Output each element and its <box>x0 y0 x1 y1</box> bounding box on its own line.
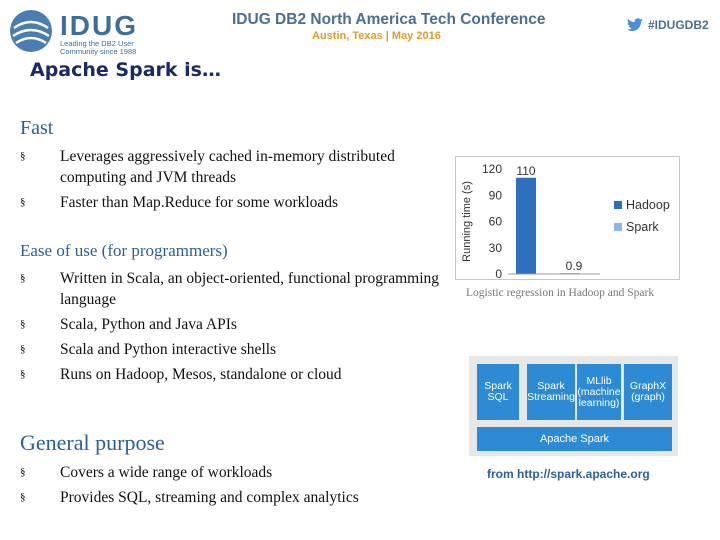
list-item: § Provides SQL, streaming and complex ana… <box>20 487 460 508</box>
y-tick-label: 0 <box>495 267 502 281</box>
list-item: § Written in Scala, an object-oriented, f… <box>20 268 450 310</box>
legend-swatch <box>614 223 622 231</box>
bullet-text: Covers a wide range of workloads <box>60 464 273 481</box>
hashtag-text: #IDUGDB2 <box>648 18 709 32</box>
bullet-text: Scala, Python and Java APIs <box>60 316 237 333</box>
globe-logo-icon <box>10 10 52 52</box>
list-item: § Faster than Map.Reduce for some workloa… <box>20 192 460 213</box>
logo-tagline-line: Leading the DB2 User <box>60 39 134 48</box>
bullet-icon: § <box>20 368 26 380</box>
data-label: 110 <box>516 164 535 178</box>
bullet-list-ease-of-use: § Written in Scala, an object-oriented, f… <box>20 268 450 389</box>
section-heading-ease-of-use: Ease of use (for programmers) <box>20 241 228 260</box>
bullet-icon: § <box>20 272 26 284</box>
list-item: § Scala, Python and Java APIs <box>20 314 450 335</box>
stack-component-label: learning) <box>578 396 620 409</box>
twitter-bird-icon <box>626 18 643 32</box>
stack-base-apache-spark: Apache Spark <box>477 427 672 451</box>
legend-label: Spark <box>626 220 659 234</box>
list-item: § Covers a wide range of workloads <box>20 462 460 483</box>
bar-hadoop <box>516 177 536 274</box>
idug-logo: IDUG Leading the DB2 User Community sinc… <box>8 8 158 58</box>
bullet-text: Faster than Map.Reduce for some workload… <box>60 194 339 211</box>
y-tick-label: 30 <box>489 241 503 255</box>
bullet-icon: § <box>20 491 26 503</box>
y-tick-label: 120 <box>482 162 502 176</box>
section-heading-general-purpose: General purpose <box>20 430 165 455</box>
stack-component-label: (graph) <box>631 391 665 403</box>
slide-title: Apache Spark is… <box>30 59 221 81</box>
bullet-text: Runs on Hadoop, Mesos, standalone or clo… <box>60 366 342 383</box>
data-label: 0.9 <box>566 259 583 273</box>
logo-tagline: Leading the DB2 User Community since 198… <box>60 40 160 56</box>
hashtag: #IDUGDB2 <box>626 18 709 32</box>
chart-svg: Running time (s) 0 30 60 90 120 110 0.9 HadoopSp… <box>461 162 670 281</box>
conference-subtitle: Austin, Texas | May 2016 <box>312 30 441 42</box>
logo-word: IDUG <box>60 10 138 41</box>
bullet-icon: § <box>20 466 26 478</box>
source-link[interactable]: from http://spark.apache.org <box>487 467 650 481</box>
list-item: § Scala and Python interactive shells <box>20 339 450 360</box>
list-item: § Leverages aggressively cached in-memory… <box>20 146 460 188</box>
bullet-text: Scala and Python interactive shells <box>60 341 277 358</box>
stack-component-label: (machine <box>577 385 621 398</box>
stack-component-label: Streaming <box>527 391 575 403</box>
bullet-text: Leverages aggressively cached in-memory … <box>60 148 395 186</box>
legend-label: Hadoop <box>626 198 670 212</box>
stack-component-label: SQL <box>487 391 509 403</box>
bullet-icon: § <box>20 318 26 330</box>
bullet-icon: § <box>20 196 26 208</box>
chart-caption: Logistic regression in Hadoop and Spark <box>466 287 655 299</box>
stack-component: GraphX(graph) <box>624 364 672 420</box>
y-tick-label: 90 <box>489 188 503 202</box>
bullet-list-fast: § Leverages aggressively cached in-memory… <box>20 146 460 217</box>
y-axis-label: Running time (s) <box>461 181 473 262</box>
stack-component-label: Spark <box>537 380 565 392</box>
stack-component-label: MLlib <box>586 374 612 387</box>
y-tick-label: 60 <box>489 215 503 229</box>
bullet-text: Written in Scala, an object-oriented, fu… <box>60 270 440 308</box>
list-item: § Runs on Hadoop, Mesos, standalone or cl… <box>20 364 450 385</box>
section-heading-fast: Fast <box>20 117 54 139</box>
bullet-icon: § <box>20 343 26 355</box>
logo-tagline-line: Community since 1988 <box>60 47 137 56</box>
stack-component-label: GraphX <box>629 380 667 392</box>
conference-title: IDUG DB2 North America Tech Conference <box>232 11 546 28</box>
bullet-list-general-purpose: § Covers a wide range of workloads § Provi… <box>20 462 460 512</box>
bullet-text: Provides SQL, streaming and complex anal… <box>60 489 359 506</box>
bullet-icon: § <box>20 150 26 162</box>
legend-swatch <box>614 201 622 209</box>
stack-component-label: Spark <box>484 380 512 392</box>
